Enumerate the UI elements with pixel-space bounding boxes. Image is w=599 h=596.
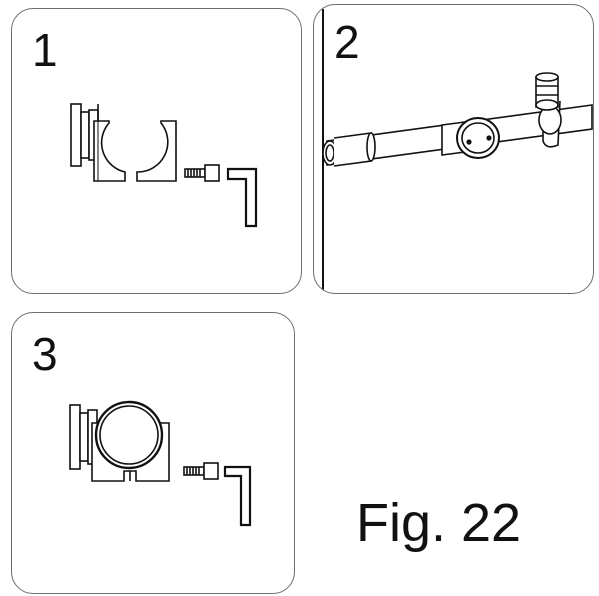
open-clamp — [70, 103, 177, 182]
step-3-illustration — [69, 400, 252, 527]
closed-clamp — [69, 400, 170, 482]
step-3-panel: 3 — [11, 312, 295, 594]
step-2-number: 2 — [334, 16, 360, 68]
step-2-illustration — [322, 9, 593, 291]
step-1-illustration — [70, 103, 258, 228]
step-3-number: 3 — [32, 328, 58, 380]
step-1-panel: 1 — [11, 8, 302, 294]
t-connector — [535, 72, 562, 148]
set-screw-icon — [184, 164, 220, 182]
rail-clamp — [441, 117, 500, 159]
step-2-panel: 2 — [313, 4, 594, 294]
figure-caption: Fig. 22 — [356, 493, 522, 553]
set-screw-icon — [183, 462, 219, 480]
hex-key-icon — [226, 167, 258, 228]
step-1-number: 1 — [32, 24, 58, 76]
hex-key-icon — [223, 465, 252, 527]
